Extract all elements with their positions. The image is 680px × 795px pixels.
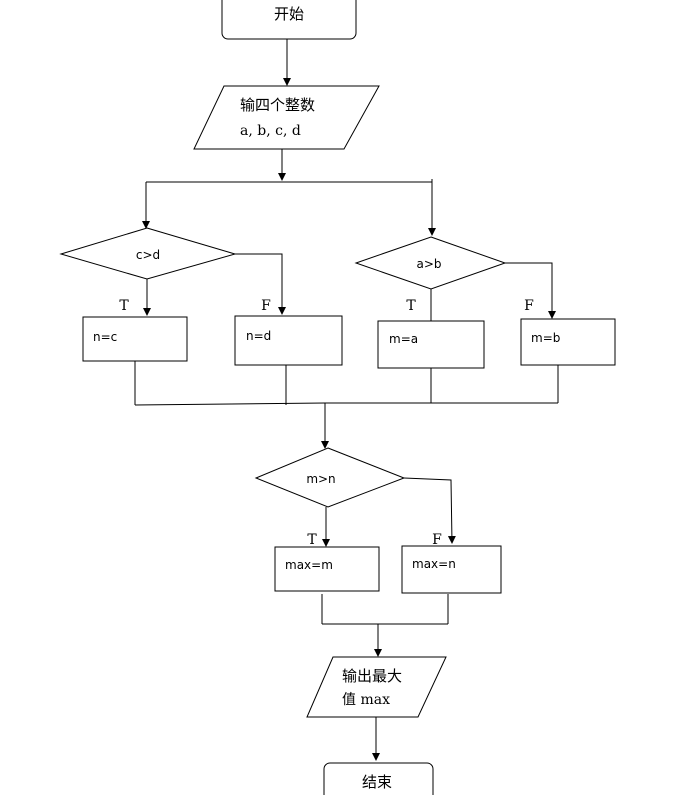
end-label: 结束 (362, 773, 392, 791)
input-parallelogram: 输四个整数 a, b, c, d (193, 85, 380, 150)
end-terminal: 结束 (323, 762, 434, 795)
process-max-eq-m-label: max=m (285, 558, 333, 572)
decision-c-gt-d-label: c>d (136, 248, 160, 262)
input-label-line2: a, b, c, d (240, 123, 301, 139)
ab-true-label: T (406, 298, 416, 314)
cd-false-label: F (261, 298, 271, 314)
process-n-eq-d: n=d (234, 315, 343, 366)
process-n-eq-c: n=c (82, 316, 188, 362)
process-m-eq-b-label: m=b (531, 331, 560, 345)
process-m-eq-a: m=a (377, 320, 485, 369)
merge-horizontal-line (134, 402, 558, 406)
process-max-eq-n-label: max=n (412, 557, 456, 571)
mn-true-label: T (307, 532, 317, 548)
mn-false-label: F (432, 532, 442, 548)
decision-a-gt-b-label: a>b (416, 257, 441, 271)
connector-cd-false (235, 253, 286, 315)
connector-ab-false (505, 262, 556, 319)
decision-m-gt-n-label: m>n (306, 472, 335, 486)
input-label-line1: 输四个整数 (240, 96, 315, 114)
process-n-eq-c-label: n=c (93, 330, 117, 344)
output-label-line2: 值 max (342, 692, 390, 708)
output-label-line1: 输出最大 (342, 667, 402, 685)
decision-m-gt-n: m>n (254, 447, 406, 508)
decision-c-gt-d: c>d (59, 227, 237, 280)
process-max-eq-m: max=m (274, 546, 380, 592)
output-parallelogram: 输出最大 值 max (306, 656, 447, 718)
process-max-eq-n: max=n (401, 545, 502, 594)
process-m-eq-b: m=b (520, 318, 616, 366)
ab-false-label: F (524, 298, 534, 314)
cd-true-label: T (119, 298, 129, 314)
start-label: 开始 (274, 5, 304, 23)
start-terminal: 开始 (221, 0, 357, 40)
process-n-eq-d-label: n=d (246, 329, 271, 343)
process-m-eq-a-label: m=a (389, 332, 418, 346)
connector-mn-false (403, 477, 456, 544)
decision-a-gt-b: a>b (354, 236, 507, 290)
